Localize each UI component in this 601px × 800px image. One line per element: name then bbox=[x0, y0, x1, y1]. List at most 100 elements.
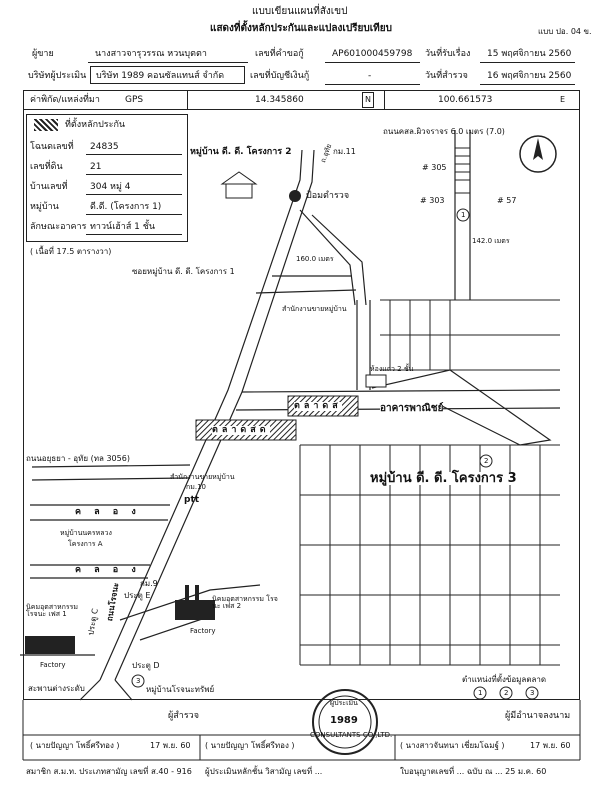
coords-e: E bbox=[560, 95, 566, 104]
evaluator-line: ผู้ประเมินหลักชั้น วิสามัญ เลขที่ ... bbox=[205, 767, 323, 776]
stamp-sub: CONSULTANTS CO.,LTD. bbox=[310, 731, 393, 739]
request-value: AP601000459798 bbox=[332, 49, 413, 59]
coords-row bbox=[23, 90, 580, 110]
num-3-b: 3 bbox=[530, 689, 535, 697]
label-canal-2: ค ล อ ง bbox=[75, 565, 141, 575]
account-value: - bbox=[368, 71, 372, 81]
num-1-b: 1 bbox=[478, 689, 483, 697]
label-compare: ตำแหน่งที่ตั้งข้อมูลตลาด bbox=[462, 675, 547, 684]
label-project-a: โครงการ A bbox=[68, 540, 103, 548]
label-ind-right: นิคมอุตสาหกรรม โรจนะ เฟส 2 bbox=[212, 595, 278, 610]
legend-box bbox=[26, 114, 188, 242]
legend-row-label: บ้านเลขที่ bbox=[30, 182, 68, 192]
road-east-a bbox=[241, 389, 561, 393]
label-canal-1: ค ล อ ง bbox=[75, 507, 141, 517]
label-km11: กม.11 bbox=[333, 147, 356, 156]
checker-name: ( นายปัญญา โพธิ์ศรีทอง ) bbox=[205, 741, 295, 750]
form-number: แบบ ปอ. 04 ข. bbox=[538, 27, 592, 36]
surveyor-label: ผู้สำรวจ bbox=[168, 711, 199, 721]
company-label: บริษัทผู้ประเมิน bbox=[28, 71, 87, 81]
label-bridge: สะพานต่างระดับ bbox=[28, 684, 85, 693]
label-village-3: หมู่บ้าน ดี. ดี. โครงการ 3 bbox=[370, 471, 517, 486]
label-h57: # 57 bbox=[497, 196, 517, 205]
client-label: ผู้ขาย bbox=[32, 49, 54, 59]
label-gas-office: สำนักงานขายหมู่บ้าน bbox=[170, 473, 235, 481]
approver-date: 17 พ.ย. 60 bbox=[530, 741, 571, 750]
label-road-3056: ถนนอยุธยา - อุทัย (ทล 3056) bbox=[26, 454, 130, 463]
police-marker bbox=[289, 190, 301, 202]
label-police: ป้อมตำรวจ bbox=[306, 191, 350, 201]
village-top-grid bbox=[380, 299, 560, 371]
label-h303: # 303 bbox=[420, 196, 445, 205]
label-road-width: ถนนคสล.ผิวจราจร 6.0 เมตร (7.0) bbox=[383, 127, 505, 136]
road-main-left bbox=[99, 149, 303, 681]
date-survey-value: 16 พฤศจิกายน 2560 bbox=[487, 71, 572, 81]
coords-source: GPS bbox=[125, 95, 144, 105]
legend-row-value: 21 bbox=[90, 162, 102, 172]
label-village-2: หมู่บ้าน ดี. ดี. โครงการ 2 bbox=[190, 147, 292, 157]
surveyor-date: 17 พ.ย. 60 bbox=[150, 741, 191, 750]
stamp-text: ผู้ประเมิน bbox=[330, 699, 358, 707]
legend-row-label: โฉนดเลขที่ bbox=[30, 142, 74, 152]
legend-row-label: หมู่บ้าน bbox=[30, 202, 59, 212]
num-3-a: 3 bbox=[136, 677, 141, 685]
label-h305: # 305 bbox=[422, 163, 447, 172]
license-line: ใบอนุญาตเลขที่ ... ฉบับ ณ ... 25 ม.ค. 60 bbox=[400, 767, 547, 776]
label-km9: กม.9 bbox=[140, 579, 158, 588]
title-1: แบบเขียนแผนที่สังเขป bbox=[252, 6, 348, 17]
label-gate-d: ประตู D bbox=[132, 661, 160, 670]
label-market-top: ตลาดส bbox=[294, 401, 342, 411]
num-1-a: 1 bbox=[461, 211, 466, 219]
label-village-office: สำนักงานขายหมู่บ้าน bbox=[282, 305, 347, 313]
legend-row-value: 24835 bbox=[90, 142, 119, 152]
label-factory-right: Factory bbox=[190, 627, 216, 635]
label-factory-left: Factory bbox=[40, 661, 66, 669]
label-village-rojana: หมู่บ้านโรจนะทรัพย์ bbox=[146, 685, 215, 694]
label-d160: 160.0 เมตร bbox=[296, 255, 334, 263]
legend-area: ( เนื้อที่ 17.5 ตารางวา) bbox=[30, 247, 112, 256]
legend-title: ที่ตั้งหลักประกัน bbox=[65, 120, 126, 130]
road-3056-a bbox=[31, 464, 191, 468]
approver-label: ผู้มีอำนาจลงนาม bbox=[505, 711, 571, 721]
label-market-mid: ตลาดสด bbox=[212, 425, 270, 435]
hatch-swatch bbox=[34, 119, 58, 131]
temple-icon bbox=[225, 183, 253, 199]
road-3056-b bbox=[31, 477, 189, 481]
label-commercial: อาคารพาณิชย์ bbox=[380, 403, 444, 414]
company-value-box bbox=[90, 66, 245, 84]
date-received-value: 15 พฤศจิกายน 2560 bbox=[487, 49, 572, 59]
coords-n-box bbox=[362, 92, 374, 108]
label-gate-e: ประตู E bbox=[124, 591, 151, 600]
num-2-a: 2 bbox=[484, 457, 489, 465]
coords-lat: 14.345860 bbox=[255, 95, 304, 105]
coords-lon: 100.661573 bbox=[438, 95, 493, 105]
member-line: สมาชิก ส.ม.ท. ประเภทสามัญ เลขที่ ส.40 - … bbox=[26, 767, 192, 776]
label-soi1: ซอยหมู่บ้าน ดี. ดี. โครงการ 1 bbox=[132, 267, 235, 276]
label-ptt: ptt bbox=[184, 495, 200, 505]
legend-row-value: 304 หมู่ 4 bbox=[90, 182, 131, 192]
soi-branch-a bbox=[299, 209, 356, 306]
label-km10: กม.10 bbox=[186, 483, 206, 491]
company-stamp bbox=[312, 689, 378, 755]
date-received-label: วันที่รับเรื่อง bbox=[425, 49, 471, 59]
coords-n: N bbox=[365, 95, 371, 104]
request-label: เลขที่คำขอกู้ bbox=[255, 49, 304, 59]
approver-name: ( นางสาวจันทนา เชี่ยมโฉมฐ์ ) bbox=[400, 741, 505, 750]
client-value: นางสาวจารุวรรณ หวนบุตตา bbox=[95, 49, 207, 59]
coords-label: ค่าพิกัด/แหล่งที่มา bbox=[30, 95, 100, 105]
label-d142: 142.0 เมตร bbox=[472, 237, 510, 245]
surveyor-name: ( นายปัญญา โพธิ์ศรีทอง ) bbox=[30, 741, 120, 750]
legend-row-label: ลักษณะอาคาร bbox=[30, 222, 87, 232]
title-2: แสดงที่ตั้งหลักประกันและแปลงเปรียบเทียบ bbox=[210, 23, 392, 34]
date-survey-label: วันที่สำรวจ bbox=[425, 71, 468, 81]
label-ind-left: นิคมอุตสาหกรรม โรจนะ เฟส 1 bbox=[26, 603, 79, 618]
legend-row-label: เลขที่ดิน bbox=[30, 162, 63, 172]
road-main-right bbox=[114, 149, 315, 681]
legend-row-value: ดี.ดี. (โครงการ 1) bbox=[90, 202, 162, 212]
num-2-b: 2 bbox=[504, 689, 509, 697]
legend-row-value: ทาวน์เฮ้าส์ 1 ชั้น bbox=[90, 222, 156, 232]
account-label: เลขที่บัญชีเงินกู้ bbox=[250, 71, 310, 81]
stamp-year: 1989 bbox=[330, 715, 358, 726]
company-value: บริษัท 1989 คอนซัลแทนส์ จำกัด bbox=[96, 71, 225, 81]
label-shop: ห้องแถว 2 ชั้น bbox=[370, 365, 414, 373]
